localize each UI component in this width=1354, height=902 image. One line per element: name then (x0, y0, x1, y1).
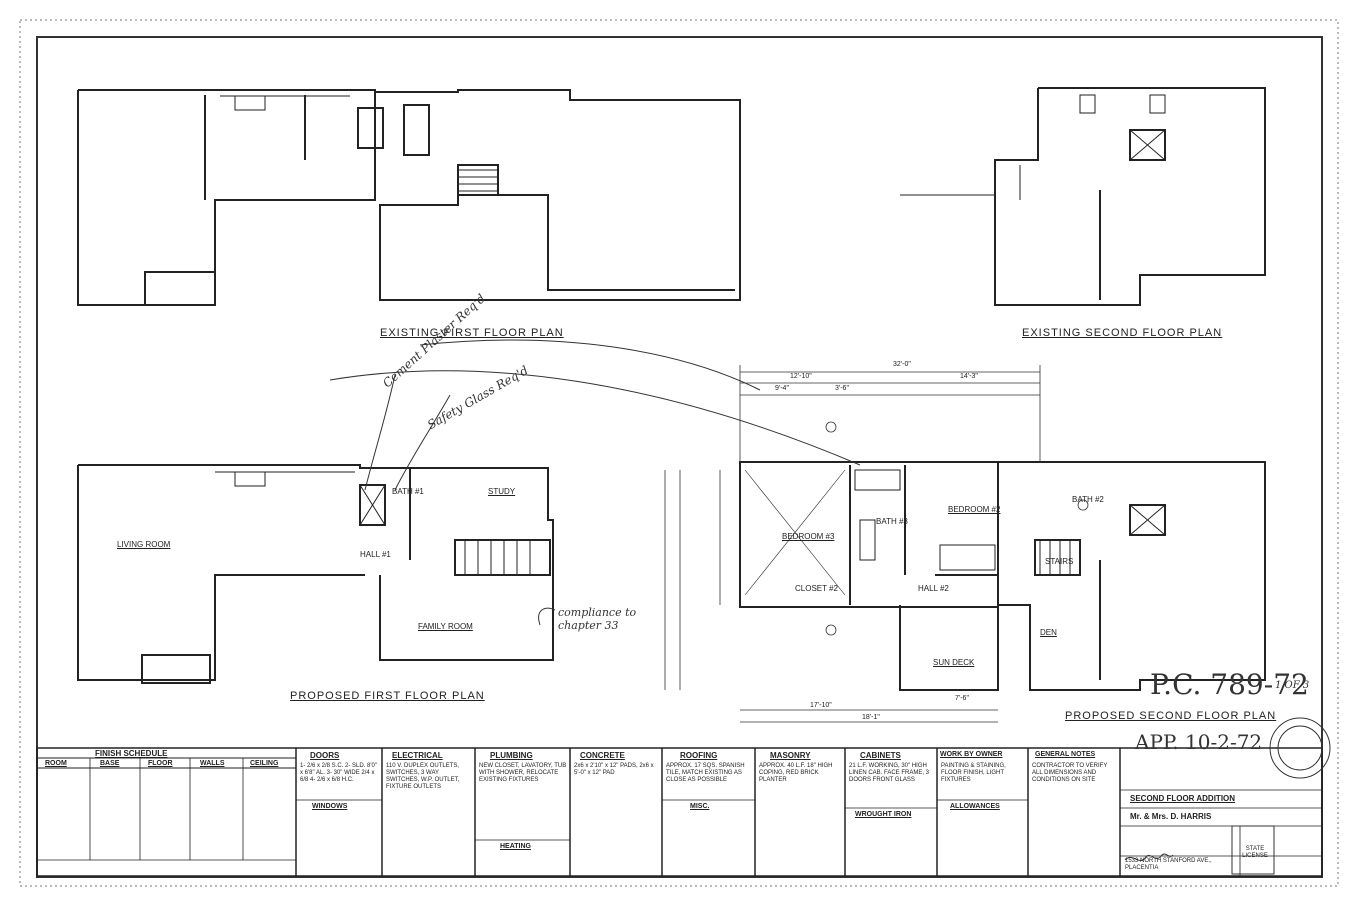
schedule-general-notes-title: GENERAL NOTES (1035, 751, 1096, 758)
schedule-col-base: BASE (100, 760, 120, 767)
handwritten-approval: APP. 10-2-72 (1135, 730, 1263, 754)
dimension-d1: 12'-10" (790, 373, 812, 380)
license-stamp (1231, 717, 1331, 875)
schedule-concrete-text: 2x6 x 2'10" x 12" PADS, 2x6 x 5'-0" x 12… (574, 763, 654, 776)
proposed-second-floor-plan (739, 461, 1266, 691)
room-label-study: STUDY (488, 487, 516, 496)
room-label-closet: CLOSET #2 (795, 584, 838, 593)
schedule-owner-title: WORK BY OWNER (940, 751, 1003, 758)
proposed-first-floor-plan (77, 464, 554, 684)
schedule-plumbing-text: NEW CLOSET, LAVATORY, TUB WITH SHOWER, R… (479, 763, 567, 783)
schedule-roofing-text: APPROX. 17 SQS. SPANISH TILE, MATCH EXIS… (666, 763, 745, 783)
title-block-stamp: STATE LICENSE (1242, 846, 1268, 859)
schedule-col-room: ROOM (45, 760, 67, 767)
room-label-hall2: HALL #2 (918, 584, 949, 593)
schedule-wrought-iron-title: WROUGHT IRON (855, 811, 912, 818)
title-block-client: Mr. & Mrs. D. HARRIS (1130, 812, 1212, 821)
proposed-second-floor-title: PROPOSED SECOND FLOOR PLAN (1065, 710, 1277, 722)
existing-second-floor-title: EXISTING SECOND FLOOR PLAN (1022, 327, 1223, 339)
dimension-d2: 14'-3" (960, 373, 978, 380)
schedule-roofing-title: ROOFING (680, 751, 718, 760)
dimension-d3: 9'-4" (775, 385, 789, 392)
title-block-address: 1533 NORTH STANFORD AVE., PLACENTIA (1125, 858, 1212, 871)
handwritten-note-compliance: compliance to chapter 33 (558, 606, 637, 632)
schedule-masonry-text: APPROX. 40 L.F. 18" HIGH COPING, RED BRI… (759, 763, 833, 783)
schedule-col-ceiling: CEILING (250, 760, 279, 767)
dimension-overall: 32'-0" (893, 361, 911, 368)
dimension-d7: 7'-6" (955, 695, 969, 702)
room-label-family: FAMILY ROOM (418, 622, 473, 631)
sheet-border (36, 36, 1323, 878)
dimension-d5: 17'-10" (810, 702, 832, 709)
schedule-masonry-title: MASONRY (770, 751, 811, 760)
schedule-grid (36, 747, 1323, 877)
schedule-concrete-title: CONCRETE (580, 751, 625, 760)
schedule-electrical-text: 110 V. DUPLEX OUTLETS, SWITCHES, 3 WAY S… (386, 763, 460, 790)
handwritten-leaders (329, 339, 861, 626)
schedule-heating-title: HEATING (500, 843, 531, 850)
dimension-d6: 18'-1" (862, 714, 880, 721)
room-label-stairs: STAIRS (1045, 557, 1074, 566)
dimension-d4: 3'-6" (835, 385, 849, 392)
room-label-hall1: HALL #1 (360, 550, 391, 559)
schedule-cabinets-title: CABINETS (860, 751, 901, 760)
schedule-doors-title: DOORS (310, 751, 340, 760)
handwritten-sheet-number: 1 OF 3 (1275, 680, 1310, 691)
room-label-living: LIVING ROOM (117, 540, 171, 549)
schedule-general-notes-text: CONTRACTOR TO VERIFY ALL DIMENSIONS AND … (1032, 763, 1108, 783)
schedule-plumbing-title: PLUMBING (490, 751, 533, 760)
room-label-bath3: BATH #3 (876, 517, 908, 526)
room-label-sun-deck: SUN DECK (933, 658, 975, 667)
schedule-doors-text: 1- 2/6 x 2/8 S.C. 2- SLD. 8'0" x 6'8" AL… (300, 763, 377, 783)
schedule-allowances-title: ALLOWANCES (950, 803, 1000, 810)
room-label-bedroom2: BEDROOM #2 (948, 505, 1001, 514)
existing-first-floor-plan (77, 89, 741, 306)
schedule-misc-title: MISC. (690, 803, 710, 810)
room-label-den: DEN (1040, 628, 1057, 637)
schedule-col-floor: FLOOR (148, 760, 173, 767)
room-label-bath1: BATH #1 (392, 487, 424, 496)
schedule-electrical-title: ELECTRICAL (392, 751, 443, 760)
signature-scribble (1124, 853, 1174, 862)
sheet-outer-edge (19, 19, 1339, 887)
finish-schedule-title: FINISH SCHEDULE (95, 749, 168, 758)
existing-second-floor-plan (900, 87, 1266, 306)
existing-first-floor-title: EXISTING FIRST FLOOR PLAN (380, 327, 564, 339)
title-block-project: SECOND FLOOR ADDITION (1130, 794, 1236, 803)
room-label-bath2: BATH #2 (1072, 495, 1104, 504)
schedule-owner-text: PAINTING & STAINING, FLOOR FINISH, LIGHT… (941, 763, 1006, 783)
room-label-bedroom3: BEDROOM #3 (782, 532, 835, 541)
handwritten-plan-check: P.C. 789-72 (1150, 668, 1309, 701)
schedule-col-walls: WALLS (200, 760, 225, 767)
schedule-cabinets-text: 21 L.F. WORKING, 30" HIGH LINEN CAB. FAC… (849, 763, 930, 783)
dimension-lines (664, 365, 1089, 723)
proposed-first-floor-title: PROPOSED FIRST FLOOR PLAN (290, 690, 485, 702)
schedule-windows-title: WINDOWS (312, 803, 348, 810)
